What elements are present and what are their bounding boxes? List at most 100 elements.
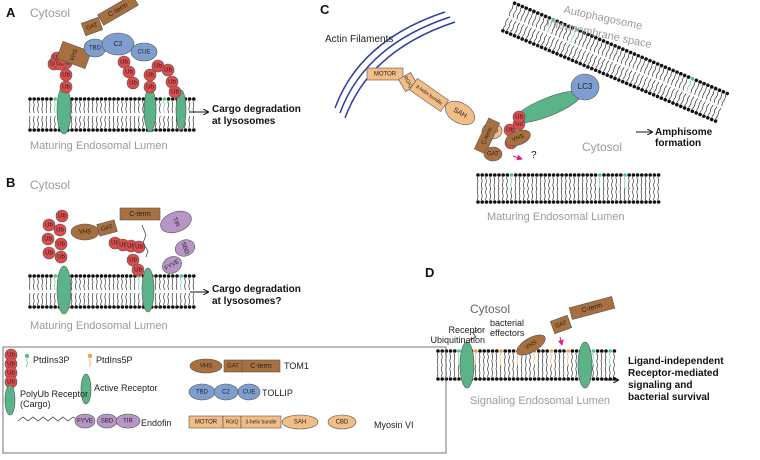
membrane-d-tail	[436, 352, 439, 366]
membrane-c	[476, 173, 661, 204]
membrane-d-tail	[525, 364, 527, 378]
membrane-b-head	[187, 274, 192, 278]
autophagosome-bilayer-tail	[539, 17, 545, 30]
membrane-a-tail	[108, 115, 111, 129]
membrane-a-tail	[167, 115, 169, 129]
legend-active-receptor-shape	[80, 373, 92, 405]
membrane-c-tail	[497, 176, 500, 190]
membrane-b-head	[78, 274, 83, 278]
ub-a-chain-4-shape	[143, 68, 157, 82]
autophagosome-bilayer-tail	[595, 57, 602, 69]
legend-ptdins5p-tail	[89, 358, 91, 368]
membrane-d-tail	[529, 364, 531, 378]
membrane-b-head	[40, 274, 45, 278]
membrane-a-head	[103, 97, 108, 101]
legend-ub-0-text: Ub	[7, 353, 15, 359]
membrane-d-head	[612, 349, 617, 353]
membrane-a-tail	[28, 100, 31, 114]
autophagosome-bilayer-head	[725, 91, 730, 96]
membrane-c-head	[488, 173, 493, 177]
tom1-a-gat: GAT	[80, 16, 104, 37]
membrane-b-head	[82, 305, 87, 309]
autophagosome-bilayer-head	[555, 52, 559, 56]
autophagosome-bilayer-tail	[580, 50, 586, 62]
membrane-d-head	[474, 377, 478, 381]
membrane-a-head	[158, 97, 162, 101]
legend-myosin-cbd-shape	[327, 414, 357, 430]
membrane-d-head	[537, 349, 541, 353]
membrane-d-head	[453, 349, 457, 353]
membrane-b-tail	[54, 292, 56, 306]
membrane-c-tail	[535, 187, 538, 201]
membrane-b-tail	[138, 277, 140, 291]
membrane-c-tail	[649, 187, 651, 201]
membrane-c-tail	[552, 187, 554, 201]
membrane-d-head	[453, 377, 457, 381]
autophagosome-bilayer-head	[601, 71, 606, 76]
outcome-a-line2: at lysosomes	[212, 116, 276, 127]
membrane-b-tail	[180, 277, 182, 291]
membrane-b-tail	[79, 277, 81, 291]
autophagosome-bilayer-head	[613, 76, 617, 81]
autophagosome-bilayer-tail	[655, 67, 661, 79]
tom1-d-vhs: VHS	[516, 334, 546, 356]
autophagosome-bilayer-tail	[574, 32, 580, 45]
membrane-b-tail	[138, 292, 140, 306]
ub-a7-text: Ub	[56, 62, 64, 68]
membrane-b-head	[53, 274, 57, 278]
legend-endofin-fyve: FYVE	[74, 413, 96, 429]
membrane-d-head	[486, 349, 491, 353]
autophagosome-bilayer-tail	[605, 45, 611, 58]
membrane-c-tail	[615, 187, 617, 201]
autophagosome-bilayer-head	[690, 76, 695, 81]
ub-a-chain-1: Ub	[122, 65, 136, 79]
autophagosome-bilayer-head	[512, 33, 517, 38]
myosin-c-sah: SAH	[444, 100, 476, 126]
tollip-a-c2: C2	[101, 32, 135, 56]
membrane-c-head	[543, 173, 547, 177]
autophagosome-bilayer-head	[644, 57, 648, 61]
membrane-b-head	[158, 274, 162, 278]
membrane-b-head	[187, 305, 192, 309]
membrane-c-tail	[628, 187, 630, 201]
membrane-b-tail	[49, 277, 52, 291]
autophagosome-bilayer-head	[539, 12, 544, 17]
membrane-d-tail	[546, 352, 548, 366]
legend-tollip-tbd-text: TBD	[196, 390, 209, 396]
membrane-b-head	[120, 305, 125, 309]
membrane-c-tail	[506, 187, 508, 201]
receptor-d2-shape	[577, 341, 593, 389]
panel-label-b: B	[6, 175, 16, 190]
membrane-c-head	[640, 173, 644, 177]
autophagosome-bilayer-head	[667, 67, 672, 71]
autophagosome-bilayer-tail	[622, 68, 629, 80]
autophagosome-bilayer-tail	[640, 60, 645, 72]
membrane-d-head	[511, 377, 516, 381]
autophagosome-bilayer-head	[694, 111, 698, 115]
membrane-d-tail	[592, 352, 594, 366]
autophagosome-bilayer-head	[547, 48, 552, 53]
membrane-a-tail	[49, 115, 52, 129]
autophagosome-bilayer-tail	[522, 25, 528, 38]
membrane-c-head	[556, 200, 560, 204]
legend-myosin-cbd: CBD	[327, 414, 357, 430]
membrane-c-tail	[607, 187, 609, 201]
membrane-b-head	[78, 305, 83, 309]
autophagosome-bilayer-head	[597, 37, 602, 42]
membrane-c-head	[539, 200, 543, 204]
membrane-d-tail	[516, 364, 519, 378]
autophagosome-bilayer-head	[682, 73, 687, 78]
autophagosome-bilayer-head	[570, 58, 575, 63]
autophagosome-bilayer-head	[671, 101, 675, 105]
autophagosome-bilayer-tail	[551, 22, 556, 35]
membrane-c-tail	[615, 176, 617, 190]
legend-frame	[2, 346, 447, 454]
autophagosome-bilayer-tail	[636, 58, 641, 71]
autophagosome-bilayer-head	[539, 45, 544, 50]
membrane-c-tail	[628, 176, 630, 190]
legend-tom1-cterm-shape	[241, 359, 281, 373]
membrane-d-tail	[508, 352, 510, 366]
autophagosome-bilayer-tail	[692, 98, 699, 110]
ub-a-chain-2-shape	[126, 76, 140, 90]
membrane-a-head	[45, 97, 49, 101]
